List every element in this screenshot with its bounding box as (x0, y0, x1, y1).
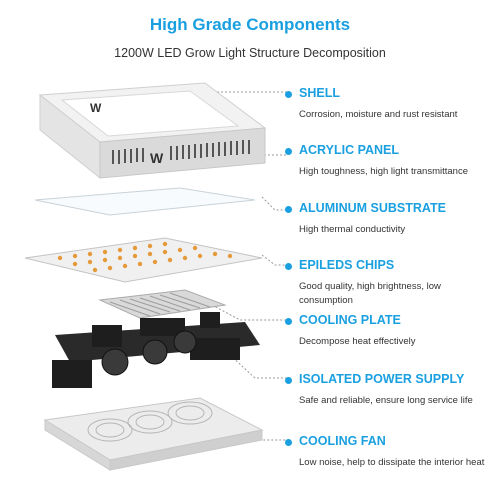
component-description: Safe and reliable, ensure long service l… (299, 395, 473, 406)
component-description: Decompose heat effectively (299, 336, 416, 347)
component-name: ALUMINUM SUBSTRATE (299, 201, 446, 215)
acrylic-panel-part (34, 187, 256, 216)
bottom-case-part (43, 397, 264, 471)
component-description: Good quality, high brightness, low consu… (299, 281, 441, 306)
aluminum-substrate-part (24, 237, 263, 283)
component-name: COOLING PLATE (299, 313, 401, 327)
page-title: High Grade Components (149, 15, 351, 34)
component-name: EPILEDS CHIPS (299, 258, 395, 272)
bullet-dot-icon (285, 263, 292, 270)
shell-part: W W (38, 82, 267, 180)
component-description: Low noise, help to dissipate the interio… (299, 457, 485, 468)
component-name: ISOLATED POWER SUPPLY (299, 372, 465, 386)
bullet-dot-icon (285, 377, 292, 384)
bullet-dot-icon (285, 318, 292, 325)
component-description: Corrosion, moisture and rust resistant (299, 109, 458, 120)
component-description: High toughness, high light transmittance (299, 166, 468, 177)
power-supply-and-fans-part (52, 312, 260, 388)
bullet-dot-icon (285, 91, 292, 98)
bullet-dot-icon (285, 439, 292, 446)
component-name: ACRYLIC PANEL (299, 143, 399, 157)
svg-text:W: W (150, 150, 164, 166)
bullet-dot-icon (285, 206, 292, 213)
component-description: High thermal conductivity (299, 224, 406, 235)
page-subtitle: 1200W LED Grow Light Structure Decomposi… (114, 46, 386, 60)
cooling-plate-part (98, 289, 227, 319)
component-name: SHELL (299, 86, 340, 100)
component-name: COOLING FAN (299, 434, 386, 448)
svg-text:W: W (90, 101, 102, 115)
bullet-dot-icon (285, 148, 292, 155)
